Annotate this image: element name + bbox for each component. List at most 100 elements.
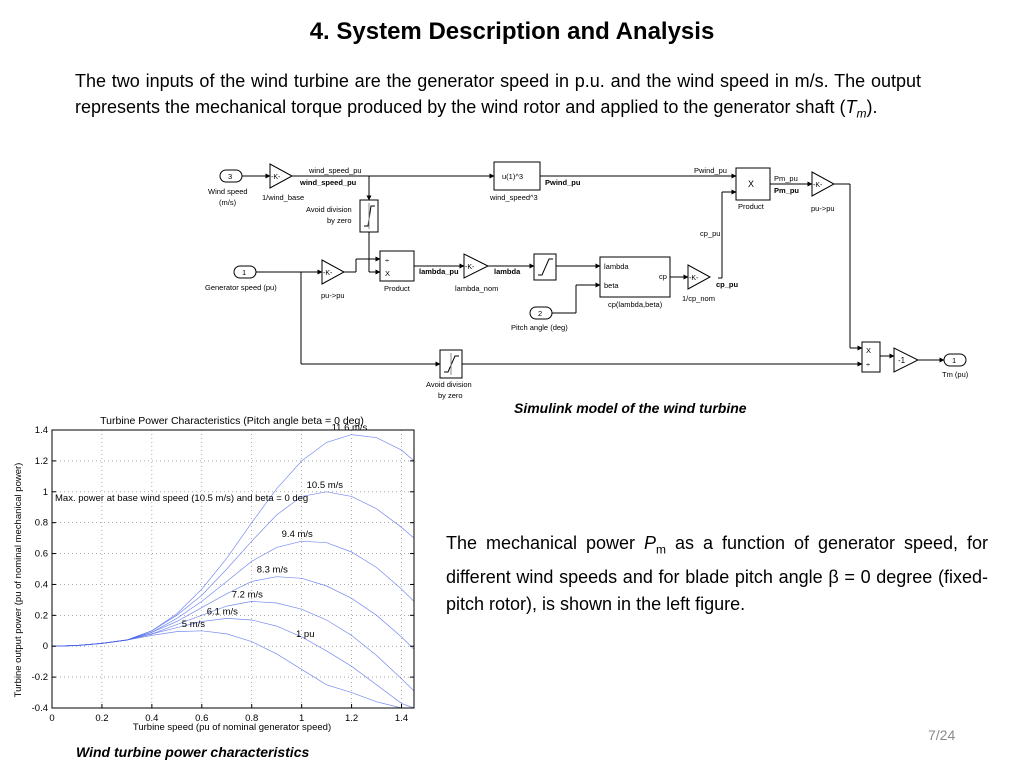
x-tick-label: 0.6 — [195, 713, 208, 724]
inport-2-number: 2 — [538, 309, 542, 318]
inport-2[interactable] — [529, 306, 553, 320]
cp-in-lambda: lambda — [604, 262, 629, 271]
series-label-5: 9.4 m/s — [282, 529, 313, 540]
saturation-bottom-label-2: by zero — [438, 391, 463, 400]
max-power-annotation: Max. power at base wind speed (10.5 m/s)… — [55, 493, 308, 504]
gain-lambda-nom-glyph: -K- — [465, 264, 475, 271]
y-tick-label: 0.6 — [35, 549, 48, 560]
saturation-top-label-1: Avoid division — [306, 205, 352, 214]
cp-block-label: cp(lambda,beta) — [608, 300, 663, 309]
signal-lambda-pu: lambda_pu — [419, 267, 459, 276]
page-number: 7/24 — [928, 727, 956, 743]
gain-pu-left-glyph: -K- — [323, 270, 333, 277]
intro-symbol: T — [845, 97, 857, 117]
y-tick-label: 0.4 — [35, 579, 48, 590]
y-tick-label: 0.8 — [35, 518, 48, 529]
x-tick-label: 1.4 — [395, 713, 408, 724]
cp-function-block[interactable] — [599, 256, 671, 298]
inport-1-number: 1 — [242, 268, 246, 277]
series-label-3: 7.2 m/s — [232, 589, 263, 600]
power-characteristics-chart: Turbine Power Characteristics (Pitch ang… — [13, 415, 415, 733]
x-tick-label: 0.8 — [245, 713, 258, 724]
gain-cp-nom-glyph: -K- — [689, 275, 699, 282]
product-top-label: Product — [738, 202, 765, 211]
chart-grid — [51, 429, 414, 709]
product-final-block[interactable] — [861, 341, 881, 373]
y-tick-label: 1.4 — [35, 425, 48, 436]
y-tick-label: 1.2 — [35, 456, 48, 467]
series-label-1: 5 m/s — [182, 619, 205, 630]
gain-cp-nom-block[interactable] — [687, 264, 712, 290]
gain-neg-glyph: -1 — [898, 356, 906, 365]
x-tick-label: 0 — [49, 713, 54, 724]
product-final-glyph-div: ÷ — [866, 360, 870, 369]
intro-text: The two inputs of the wind turbine are t… — [75, 71, 921, 117]
chart-title: Turbine Power Characteristics (Pitch ang… — [100, 415, 364, 427]
slide-title: 4. System Description and Analysis — [309, 18, 715, 45]
series-label-4: 8.3 m/s — [257, 565, 288, 576]
series-label-2: 6.1 m/s — [207, 606, 238, 617]
divide-glyph-x: X — [385, 269, 390, 278]
series-labels: 5 m/s6.1 m/s 7.2 m/s 8.3 m/s 9.4 m/s 10.5 m/… — [182, 423, 368, 630]
gain-cp-nom-label: 1/cp_nom — [682, 294, 715, 303]
inport-1-label: Generator speed (pu) — [205, 283, 277, 292]
product-top-glyph: X — [748, 179, 754, 189]
product-final-glyph-x: X — [866, 346, 871, 355]
outport-1-number: 1 — [952, 356, 956, 365]
gain-pu-left-label: pu->pu — [321, 291, 345, 300]
gain-lambda-nom-label: lambda_nom — [455, 284, 498, 293]
series-line-7 — [51, 434, 415, 647]
series-line-2 — [51, 618, 415, 709]
simulink-caption: Simulink model of the wind turbine — [514, 400, 747, 416]
gain-pu-top-glyph: -K- — [813, 182, 823, 189]
signal-cp-pu-top: cp_pu — [700, 229, 720, 238]
chart-curves — [51, 434, 415, 709]
divide-glyph: ÷ — [385, 256, 389, 265]
plot-frame — [51, 429, 415, 709]
inport-3[interactable] — [219, 169, 243, 183]
signal-lambda: lambda — [494, 267, 521, 276]
x-tick-label: 0.4 — [145, 713, 158, 724]
inport-3-label-1: Wind speed — [208, 187, 248, 196]
inport-3-number: 3 — [228, 172, 232, 181]
description-symbol: P — [644, 533, 657, 553]
fcn-label: wind_speed^3 — [489, 193, 538, 202]
y-tick-label: 0.2 — [35, 610, 48, 621]
signal-pm-pu-top: Pm_pu — [774, 174, 798, 183]
cp-out: cp — [659, 272, 667, 281]
description-text: The mechanical power — [446, 533, 645, 553]
gain-lambda-nom-block[interactable] — [463, 253, 490, 279]
y-tick-label: 1 — [43, 487, 48, 498]
gain-pu-top-block[interactable] — [811, 171, 836, 197]
outport-1[interactable] — [943, 353, 967, 367]
chart-ylabel: Turbine output power (pu of nominal mech… — [13, 463, 24, 698]
outport-1-label: Tm (pu) — [942, 370, 969, 379]
series-label-6: 10.5 m/s — [307, 480, 344, 491]
product-top-block[interactable] — [735, 167, 771, 201]
series-label-7: 11.6 m/s — [332, 423, 368, 434]
description-text-end: as a function of generator speed, for di… — [446, 533, 989, 614]
gain-neg-block[interactable] — [893, 347, 920, 373]
signal-wind-speed-pu-top: wind_speed_pu — [308, 166, 362, 175]
gain-wind-base-label: 1/wind_base — [262, 193, 304, 202]
gain-wind-base-block[interactable] — [269, 163, 294, 189]
x-tick-label: 1.2 — [345, 713, 358, 724]
signal-wind-speed-pu-bold: wind_speed_pu — [299, 178, 357, 187]
description-paragraph: The mechanical power Pm as a function of… — [446, 530, 988, 618]
x-tick-label: 0.2 — [95, 713, 108, 724]
signal-cp-pu-bold: cp_pu — [716, 280, 739, 289]
y-tick-label: -0.4 — [32, 703, 48, 714]
gain-wind-base-glyph: -K- — [271, 174, 281, 181]
fcn-block[interactable] — [493, 161, 541, 191]
plot-caption: Wind turbine power characteristics — [76, 744, 310, 760]
inport-2-label: Pitch angle (deg) — [511, 323, 568, 332]
gain-pu-left-block[interactable] — [321, 259, 346, 285]
inport-1[interactable] — [233, 265, 257, 279]
intro-subscript: m — [856, 106, 867, 121]
intro-paragraph: The two inputs of the wind turbine are t… — [75, 68, 921, 127]
y-tick-label: -0.2 — [32, 672, 48, 683]
divide-block[interactable] — [379, 250, 415, 282]
signal-pm-pu-bold: Pm_pu — [774, 186, 799, 195]
y-tick-label: 0 — [43, 641, 48, 652]
